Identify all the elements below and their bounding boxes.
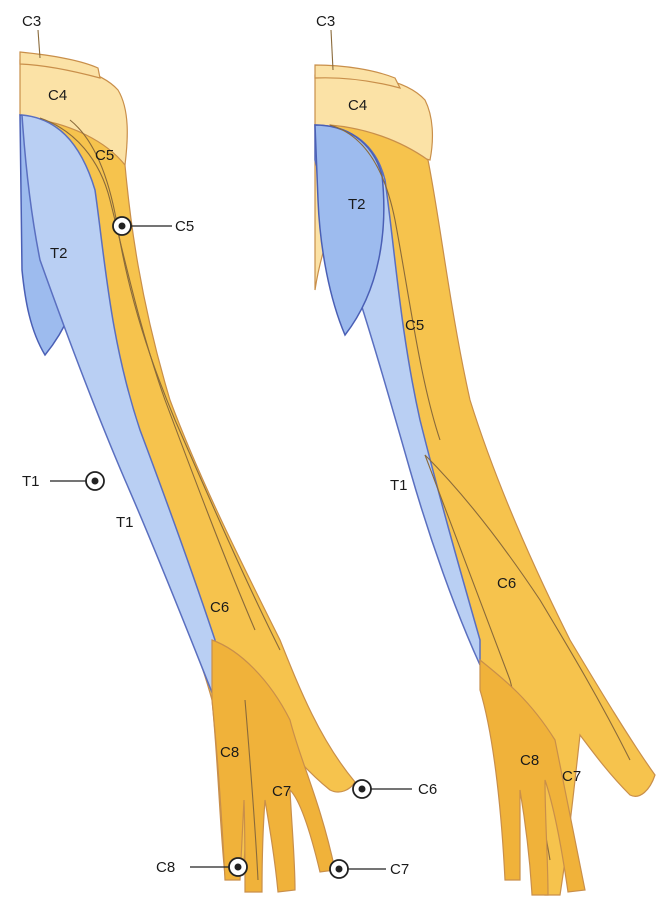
left-label-c3: C3 xyxy=(22,13,41,30)
callout-label-c5: C5 xyxy=(175,218,194,235)
callout-c7: C7 xyxy=(330,860,409,878)
right-label-c5: C5 xyxy=(405,317,424,334)
left-label-c4: C4 xyxy=(48,87,67,104)
callout-label-t1: T1 xyxy=(22,473,40,490)
callout-label-c7: C7 xyxy=(390,861,409,878)
right-label-c4: C4 xyxy=(348,97,367,114)
left-label-c5: C5 xyxy=(95,147,114,164)
left-arm xyxy=(20,52,355,892)
right-label-c3: C3 xyxy=(316,13,335,30)
right-label-t1: T1 xyxy=(390,477,408,494)
right-c3-leader xyxy=(331,30,333,70)
left-label-t1: T1 xyxy=(116,514,134,531)
callout-t1: T1 xyxy=(22,472,104,490)
callout-c8: C8 xyxy=(156,858,247,876)
left-label-c8: C8 xyxy=(220,744,239,761)
right-label-c7: C7 xyxy=(562,768,581,785)
right-label-c6: C6 xyxy=(497,575,516,592)
callout-label-c8: C8 xyxy=(156,859,175,876)
right-label-t2: T2 xyxy=(348,196,366,213)
left-label-c6: C6 xyxy=(210,599,229,616)
left-label-t2: T2 xyxy=(50,245,68,262)
right-arm xyxy=(315,65,655,895)
callout-label-c6: C6 xyxy=(418,781,437,798)
callout-c6: C6 xyxy=(353,780,437,798)
right-label-c8: C8 xyxy=(520,752,539,769)
callout-c5: C5 xyxy=(113,217,194,235)
left-label-c7: C7 xyxy=(272,783,291,800)
